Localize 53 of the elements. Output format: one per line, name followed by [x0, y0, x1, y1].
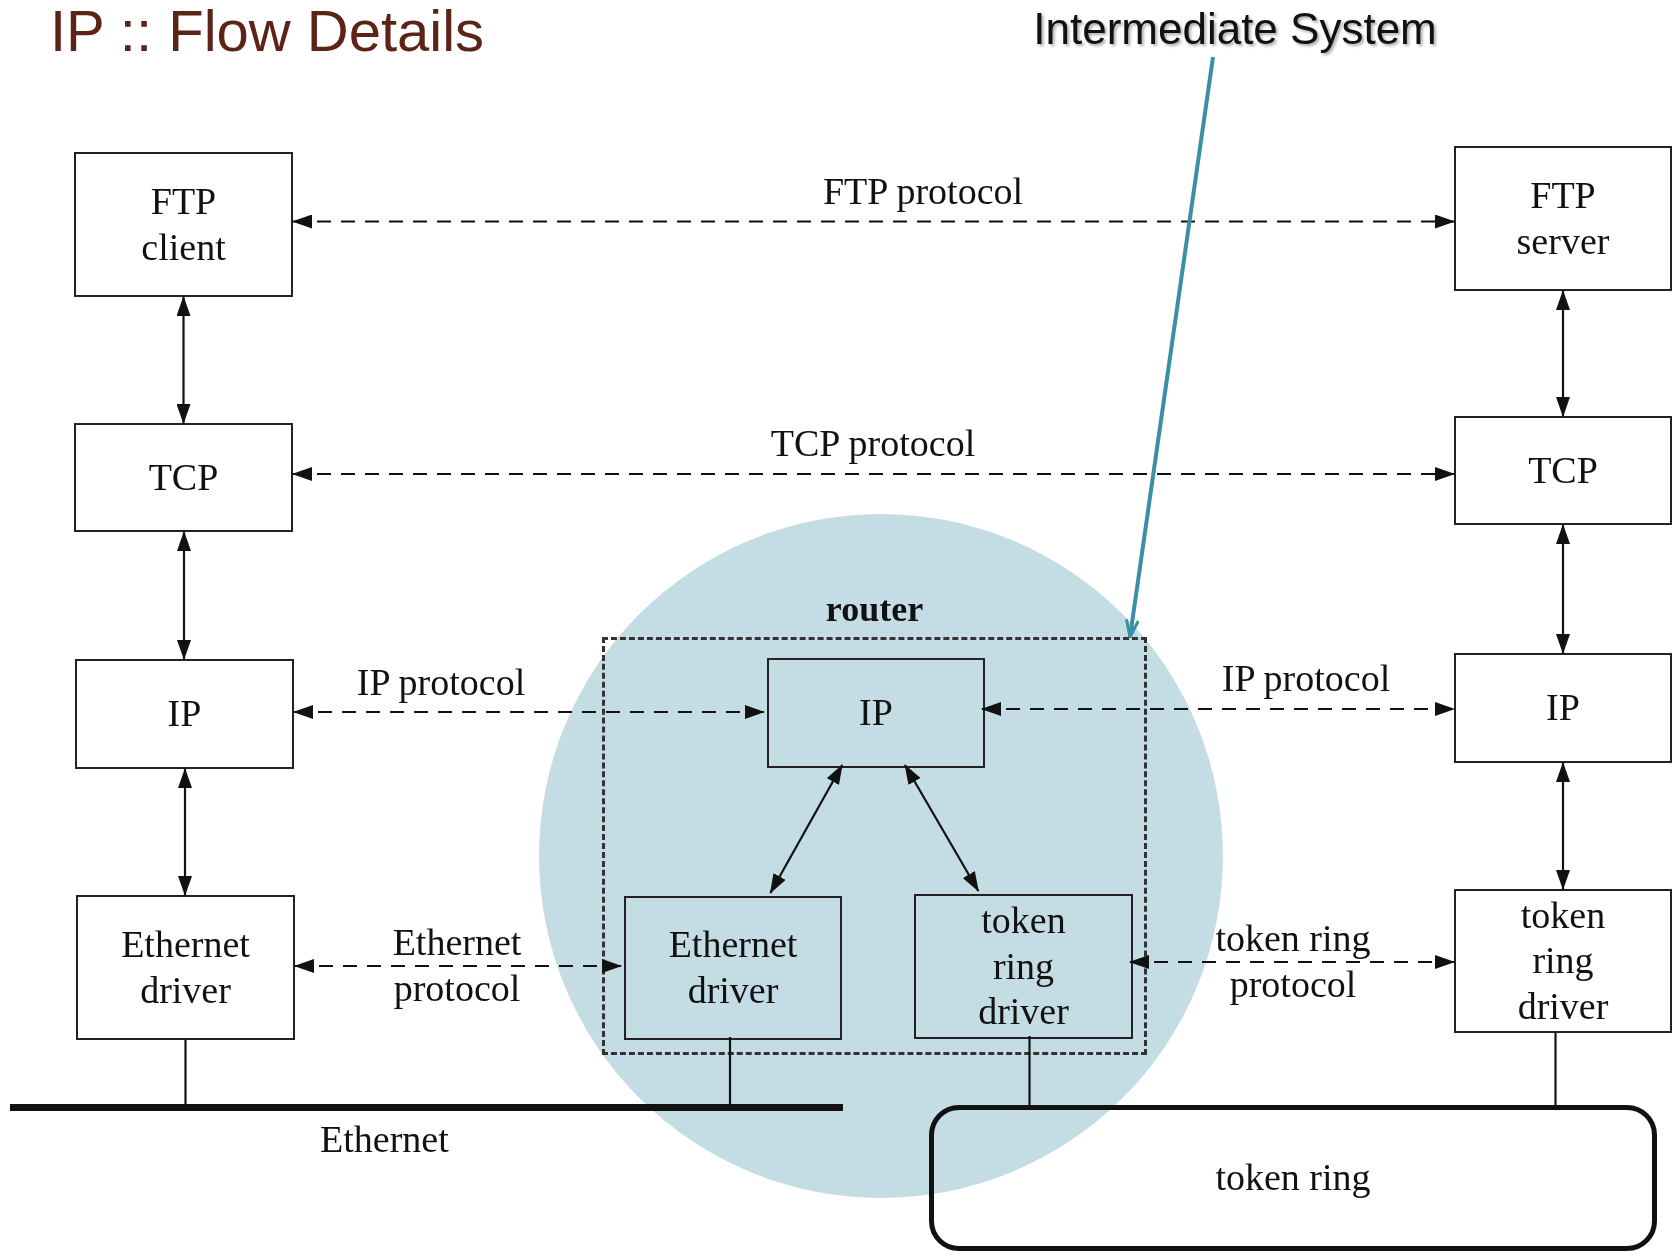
edge-label: token ring protocol — [1214, 916, 1372, 1007]
network-label: Ethernet — [320, 1117, 449, 1162]
layer-box — [767, 658, 985, 768]
edge-label: IP protocol — [355, 660, 527, 706]
box-label: token ring — [1214, 1155, 1372, 1201]
box-label: IP — [858, 690, 894, 736]
edge-label: TCP protocol — [769, 421, 977, 467]
box-label: Ethernet driver — [667, 922, 799, 1013]
title: IP :: Flow Details — [50, 0, 485, 65]
layer-box — [624, 896, 842, 1040]
arrow — [178, 768, 192, 896]
arrow — [769, 764, 844, 894]
layer-box — [75, 659, 294, 769]
box-label: IP — [1545, 685, 1581, 731]
edge-label: FTP protocol — [821, 169, 1025, 215]
leader-arrow — [1124, 56, 1215, 639]
layer-box — [914, 894, 1133, 1039]
arrow — [292, 214, 1455, 229]
box-label: token ring driver — [1516, 892, 1610, 1029]
layer-box — [74, 423, 293, 532]
layer-box — [1454, 416, 1672, 525]
connector-line — [184, 1040, 187, 1104]
layer-box — [1454, 889, 1672, 1033]
router-label: router — [824, 588, 925, 631]
token-ring — [929, 1105, 1657, 1251]
arrow — [904, 764, 980, 892]
connector-line — [1554, 1033, 1557, 1105]
arrow — [1556, 290, 1570, 417]
arrow — [1556, 762, 1570, 890]
arrow — [1129, 955, 1455, 969]
arrow — [293, 705, 765, 719]
arrow — [1556, 524, 1570, 654]
box-label: FTP client — [140, 178, 227, 270]
callout-label: Intermediate System — [1032, 3, 1438, 56]
box-label: FTP server — [1515, 172, 1611, 264]
layer-box — [74, 152, 293, 297]
connector-line — [728, 1037, 732, 1104]
edge-label: IP protocol — [1220, 656, 1392, 702]
box-label: IP — [166, 691, 203, 737]
box-label: TCP — [147, 454, 220, 500]
edge-label: Ethernet protocol — [391, 920, 523, 1011]
arrow — [294, 959, 622, 973]
arrow — [177, 531, 191, 660]
arrow — [292, 467, 1455, 481]
layer-box — [1454, 146, 1672, 291]
layer-box — [1454, 653, 1672, 763]
layer-box — [76, 895, 295, 1040]
arrow — [176, 296, 191, 424]
box-label: TCP — [1527, 447, 1599, 493]
connector-line — [1028, 1036, 1031, 1105]
arrow — [981, 702, 1455, 716]
box-label: token ring driver — [977, 898, 1070, 1035]
box-label: Ethernet driver — [120, 921, 251, 1013]
